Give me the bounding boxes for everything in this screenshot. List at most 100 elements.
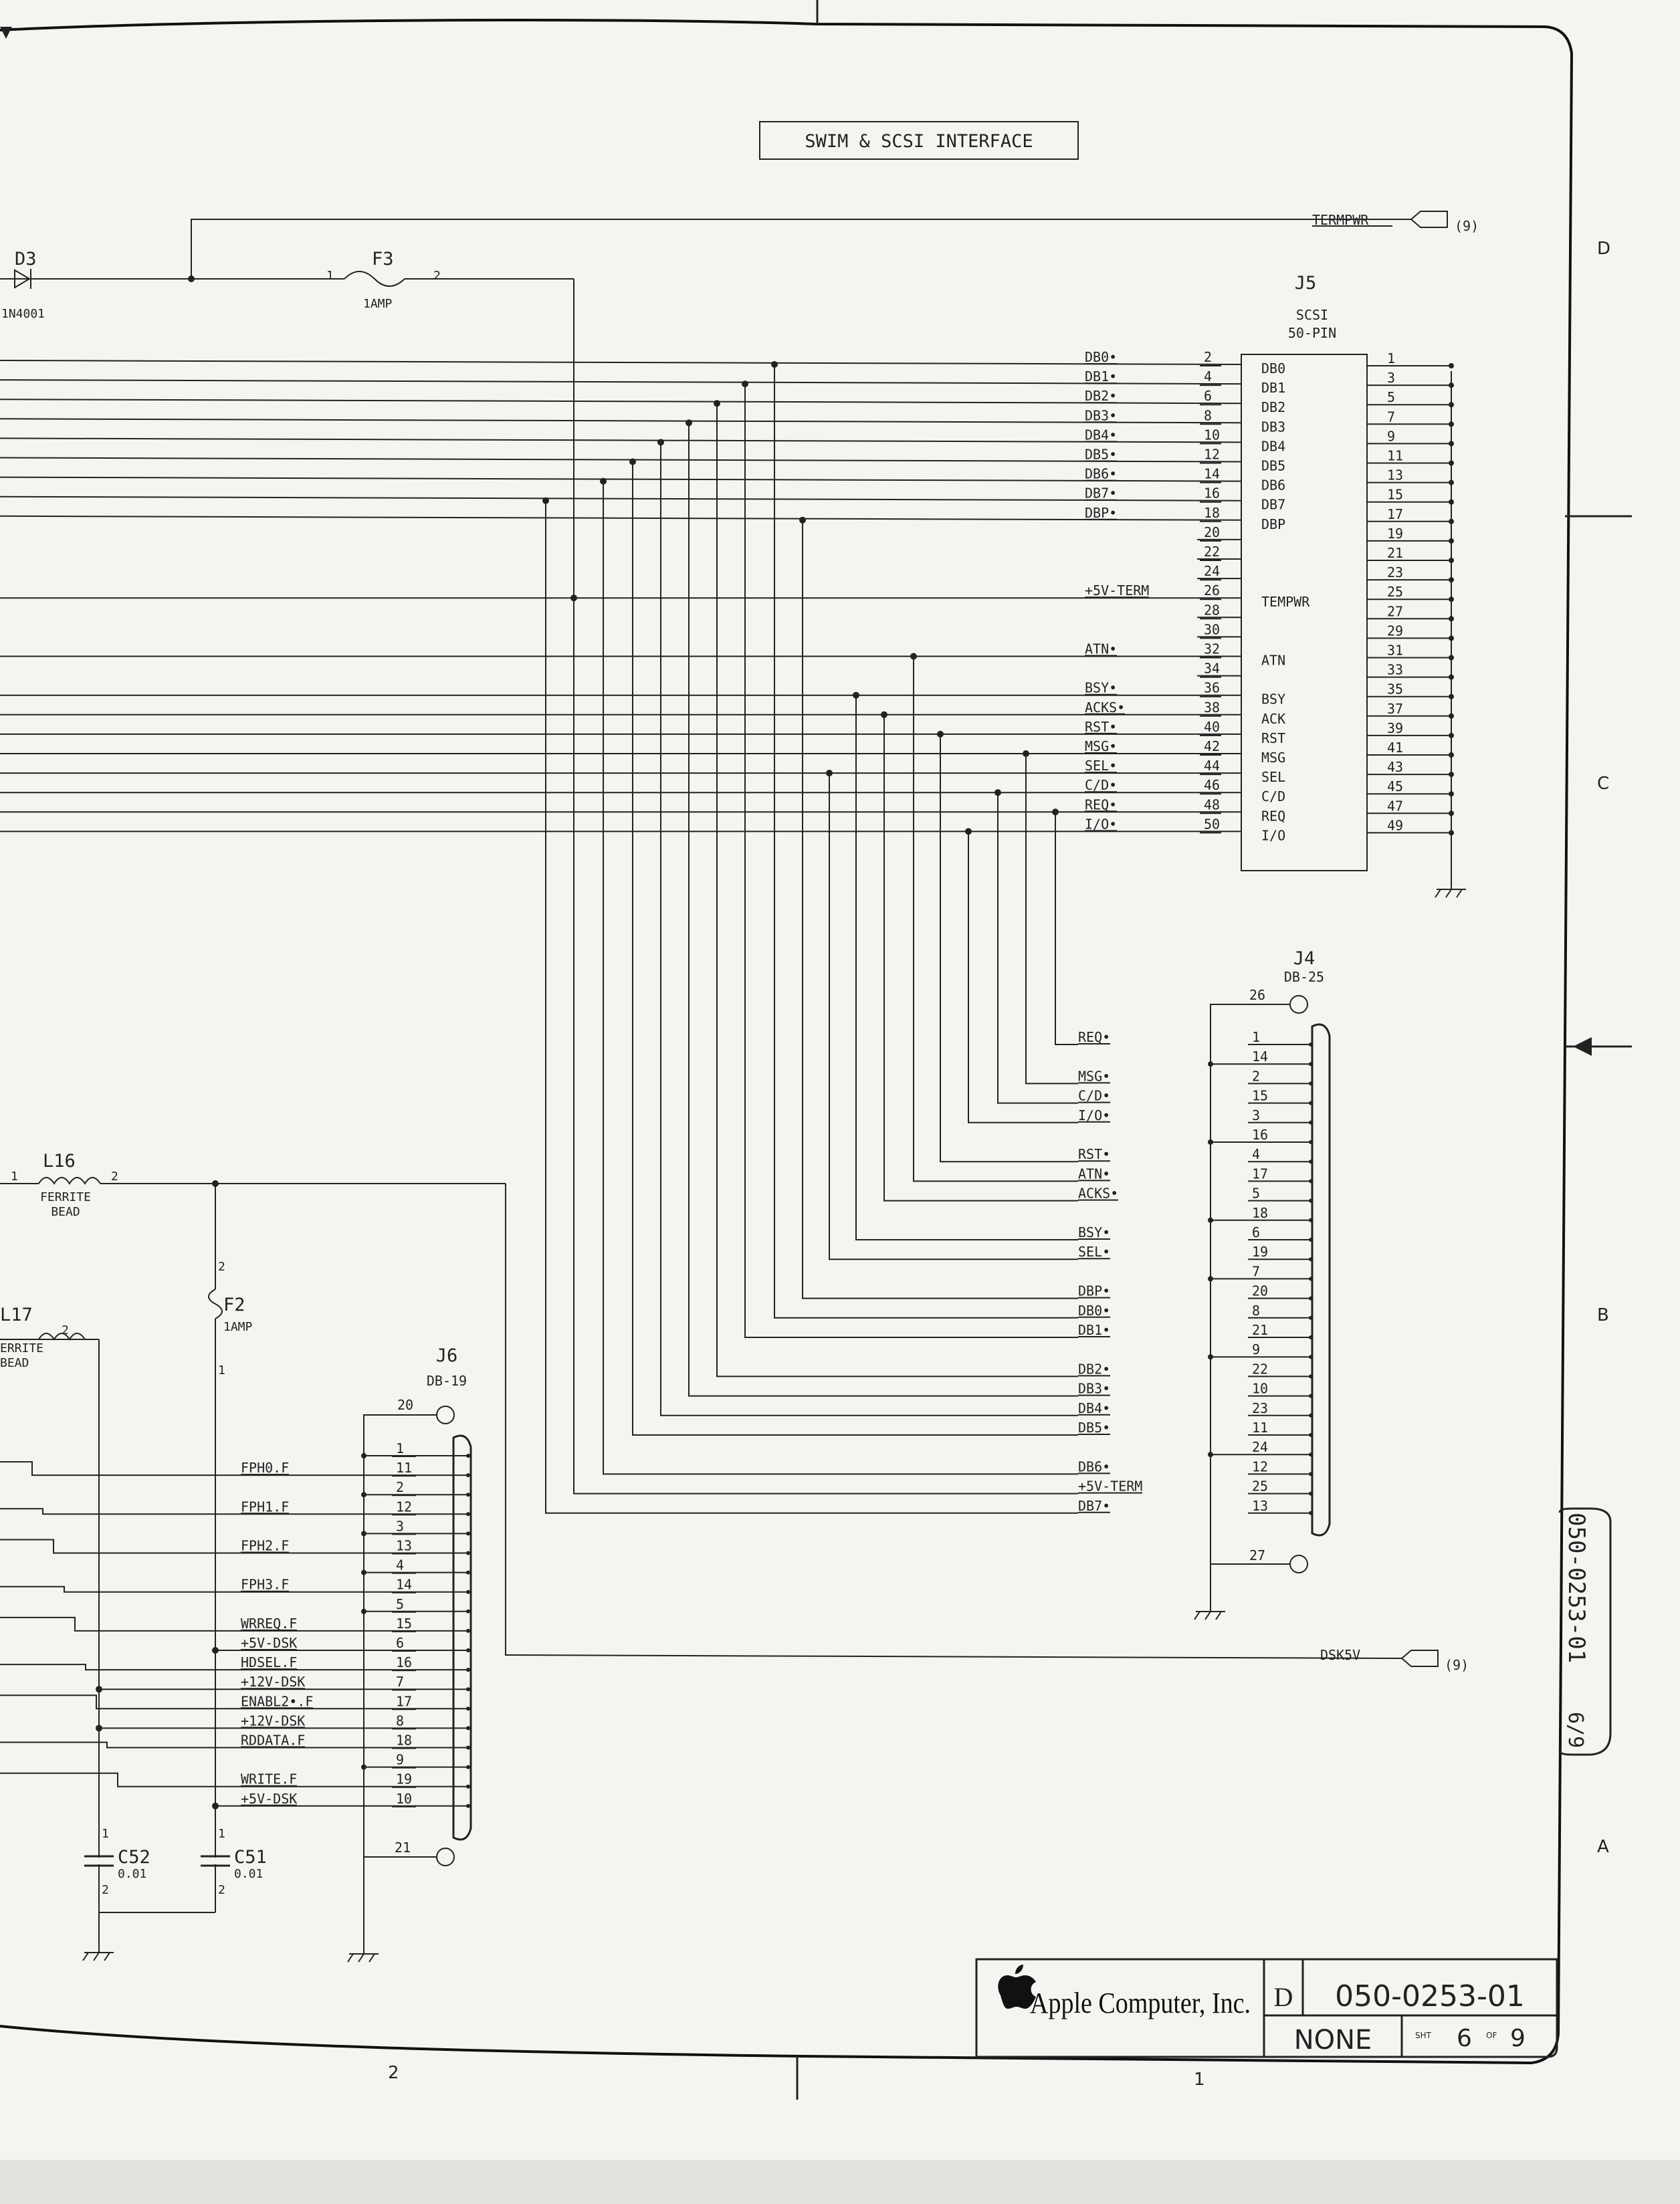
pin-dot [466,1706,470,1711]
j5-body [1241,354,1368,871]
junction-dot [1052,808,1059,816]
j6-pin-number: 2 [396,1479,404,1495]
pin-dot [466,1589,470,1594]
pin-dot [466,1551,470,1555]
drawing-border [0,19,1574,2065]
j5-pin-number: 28 [1204,602,1220,618]
j6-signal-net [0,1539,468,1554]
l17-ref: L17 [0,1305,33,1325]
j5-pin-name: DB0 [1261,360,1285,376]
j6-signal-net [0,1664,468,1671]
j6-pin-number: 12 [396,1499,412,1515]
j5-signal-net [0,476,1242,482]
j5-pin-number: 50 [1204,816,1220,832]
j5-odd-pin: 45 [1387,778,1403,794]
j5-pin-name: DB1 [1261,380,1285,396]
j5-pin-name: DB7 [1261,497,1285,513]
company-name: Apple Computer, Inc. [1030,1987,1251,2019]
ferrite-l17-icon [38,1333,86,1341]
pin-dot [1309,1081,1313,1086]
pin-dot [466,1493,470,1497]
junction-dot [361,1492,366,1498]
offpage-connector [1400,1650,1439,1667]
j5-signal-net [0,457,1242,463]
j5-odd-pin: 5 [1387,389,1395,405]
zone-arrow [1573,1037,1592,1056]
junction-dot [657,439,664,446]
pin-dot [1309,1277,1313,1281]
j5-odd-pin: 7 [1387,409,1395,425]
route-trace [913,656,1078,1182]
j4-signal-label: ACKS• [1078,1186,1118,1202]
j4-pin-number: 12 [1252,1458,1268,1474]
junction-dot [1449,421,1454,427]
j5-pin-name: BSY [1261,691,1285,707]
pin-dot [1309,1335,1313,1339]
j6-shell-icon [452,1434,472,1841]
junction-dot [1449,441,1454,447]
pin-dot [466,1784,470,1789]
pin-dot [466,1473,470,1478]
f3-value: 1AMP [363,297,393,311]
j4-pin-number: 5 [1252,1186,1260,1202]
j4-pin-number: 4 [1252,1146,1260,1162]
junction-dot [1449,810,1454,816]
junction-dot [853,691,859,699]
junction-dot [1208,1217,1213,1223]
j6-type: DB-19 [427,1373,467,1389]
j5-odd-pin: 43 [1387,759,1403,775]
ground-icon [82,1912,114,1961]
sheet-total: 9 [1510,2025,1526,2052]
pin-dot [466,1745,470,1750]
j5-odd-pin: 29 [1387,623,1403,639]
j5-pin-number: 24 [1204,563,1220,579]
c52-value: 0.01 [118,1867,146,1881]
j4-shield-pin: 26 [1249,987,1265,1003]
pin-dot [1309,1120,1313,1125]
j5-signal-net [0,399,1242,405]
j5-signal-label: DB3• [1085,407,1117,423]
j5-odd-pin: 9 [1387,428,1395,444]
j5-ref: J5 [1295,273,1317,294]
j5-signal-net [0,360,1242,365]
j4-signal-label: DB0• [1078,1303,1110,1319]
junction-dot [361,1764,366,1770]
j5-pin-number: 48 [1204,796,1220,812]
ground-icon [1194,1564,1225,1620]
j6-pin-number: 13 [396,1538,412,1554]
route-trace [573,598,1078,1495]
j6-signal-label: WRITE.F [241,1771,297,1787]
junction-dot [1449,479,1454,485]
j6-signal-label: HDSEL.F [241,1654,297,1670]
cap-gap [202,1858,229,1864]
l16-type: BEAD [51,1205,80,1219]
route-trace [829,773,1078,1260]
j6-signal-label: +5V-DSK [241,1635,297,1651]
j5-signal-label: RST• [1085,719,1117,735]
j5-odd-pin: 37 [1387,701,1403,717]
route-trace [968,831,1078,1123]
junction-dot [1449,655,1454,661]
j5-odd-pin: 49 [1387,817,1403,833]
j6-pin-number: 9 [396,1752,404,1768]
junction-dot [994,789,1001,796]
f2-value: 1AMP [223,1320,253,1334]
j5-pin-number: 36 [1204,680,1220,696]
f2-pin: 1 [218,1363,225,1378]
pin-dot [1309,1042,1313,1046]
pin-dot [1309,1198,1313,1203]
l16-pin: 1 [11,1170,18,1184]
j6-pin-number: 7 [396,1674,404,1690]
j4-pin-number: 10 [1252,1381,1268,1397]
j5-odd-pin: 3 [1387,370,1395,386]
ground-icon [347,1953,379,1963]
c52-pin: 2 [102,1883,109,1897]
l17-type: ERRITE [0,1341,43,1355]
j4-pin-number: 23 [1252,1400,1268,1416]
junction-dot [1449,791,1454,797]
dsk5v-route [505,1184,1402,1659]
j4-pin-number: 8 [1252,1303,1260,1319]
f3-pin: 2 [433,269,441,283]
size-value: D [1274,1982,1293,2012]
j6-signal-net [0,1694,468,1710]
